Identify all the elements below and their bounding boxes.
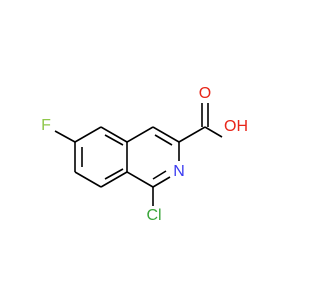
bond-n-c1-inner [152,170,167,180]
bond-c3-ccooh [178,126,206,143]
bond-c5-c4a [100,126,128,143]
bond-c5-c4a-inner [104,134,124,146]
atom-cl: Cl [146,207,161,224]
bond-c4-c3-inner [154,134,173,146]
molecule-drawing: F Cl N O OH [41,85,248,224]
bond-c6-c5 [74,126,102,143]
bond-c6-f [54,130,76,143]
structure-canvas: F Cl N O OH [41,85,248,224]
bond-c8a-c8 [100,171,128,188]
bond-c4a-c4 [126,126,154,143]
atom-o-carbonyl: O [199,85,211,102]
atom-n: N [173,163,185,180]
bond-c8a-c8-inner [104,168,124,180]
atom-f: F [41,117,51,134]
bond-c-oh [204,126,223,138]
bond-c8-c7 [74,171,102,188]
bond-c4-c3 [152,126,180,143]
bond-c1-c8a [126,171,154,188]
bond-n-c1 [152,176,171,188]
atom-oh: OH [224,118,248,135]
